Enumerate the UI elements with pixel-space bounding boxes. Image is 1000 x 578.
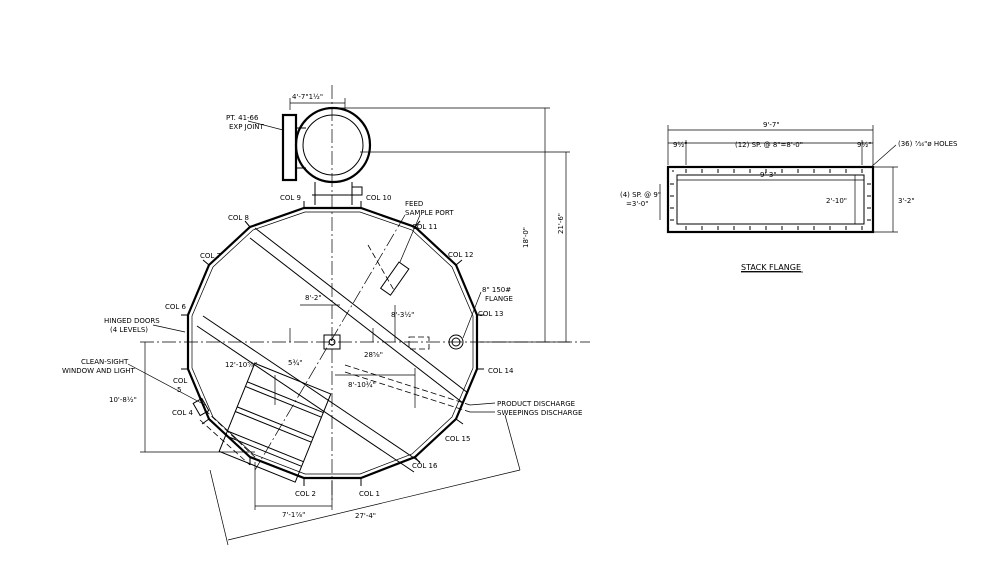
dim-10-8: 10'-8½"	[109, 396, 137, 404]
feed-sample-port	[379, 261, 410, 296]
flange-holes-label: (36) ⁷⁄₁₆"ø HOLES	[898, 140, 958, 148]
dim-8-10: 8'-10¾"	[348, 381, 376, 389]
hinged-doors-label: (4 LEVELS)	[110, 326, 148, 334]
col-label: COL 10	[366, 194, 391, 202]
leader-lines	[127, 120, 496, 413]
sweepings-discharge-label: SWEEPINGS DISCHARGE	[497, 409, 582, 417]
flange-label: FLANGE	[485, 295, 513, 303]
clean-sight-label: CLEAN-SIGHT	[81, 358, 129, 366]
col-label: COL 11	[412, 223, 437, 231]
feed-label: SAMPLE PORT	[405, 209, 454, 217]
col-label: COL 6	[165, 303, 187, 311]
exp-joint-label: EXP JOINT	[229, 123, 265, 131]
centerline-diagonal	[254, 214, 406, 471]
col-label: COL 4	[172, 409, 194, 417]
col-label: COL 8	[228, 214, 249, 222]
flange-right-edge-dim: 9½"	[857, 141, 871, 149]
col-label: COL 9	[280, 194, 301, 202]
vessel-plan: COL 1 COL 2 COL 4 COL 5 COL 6 COL 7 COL …	[62, 85, 590, 546]
dim-21ft: 21'-6"	[557, 213, 565, 234]
col-label: COL 16	[412, 462, 438, 470]
flange-outer	[666, 165, 875, 234]
col-label: 5	[177, 386, 181, 394]
flange-short-spacing-total: =3'-0"	[626, 200, 648, 208]
col-label: COL 12	[448, 251, 473, 259]
discharge-drum	[218, 362, 332, 483]
col-label: COL 15	[445, 435, 470, 443]
col-label: COL 13	[478, 310, 503, 318]
flange-short-spacing: (4) SP. @ 9"	[620, 191, 661, 199]
dim-8-2: 8'-2"	[305, 294, 322, 302]
dim-8-3: 8'-3½"	[391, 311, 414, 319]
flange-spacing-dim: (12) SP. @ 8"=8'-0"	[735, 141, 803, 149]
flange-outer-height: 3'-2"	[898, 197, 915, 205]
flange-inner-dim: 9'-3"	[760, 171, 777, 179]
flange-inner	[676, 174, 865, 225]
product-discharge-pipe	[344, 364, 471, 413]
dim-top-width: 4'-7"1½"	[292, 93, 323, 101]
dim-28: 28⅝"	[364, 351, 383, 359]
product-discharge-label: PRODUCT DISCHARGE	[497, 400, 575, 408]
dim-27-4: 27'-4"	[355, 512, 376, 520]
column-ticks	[181, 201, 484, 486]
dim-5: 5¾"	[288, 359, 302, 367]
feed-label: FEED	[405, 200, 423, 208]
column-labels: COL 1 COL 2 COL 4 COL 5 COL 6 COL 7 COL …	[165, 194, 514, 498]
hinged-doors-label: HINGED DOORS	[104, 317, 160, 325]
vessel-shell-inner	[191, 211, 474, 475]
dimension-lines	[140, 98, 570, 546]
bolt-holes	[670, 169, 871, 230]
stack-flange-title: STACK FLANGE	[741, 263, 801, 272]
flange-8in	[448, 334, 464, 350]
col-label: COL 2	[295, 490, 316, 498]
flange-label: 8" 150#	[482, 286, 511, 294]
clean-sight-label: WINDOW AND LIGHT	[62, 367, 136, 375]
col-label: COL 7	[200, 252, 221, 260]
dim-7-1: 7'-1⅞"	[282, 511, 305, 519]
col-label: COL	[173, 377, 187, 385]
col-label: COL 14	[488, 367, 514, 375]
col-label: COL 1	[359, 490, 380, 498]
dim-12-10: 12'-10⅝"	[225, 361, 257, 369]
flange-left-edge-dim: 9½"	[673, 141, 687, 149]
stack-flange-detail: 9'-7" 9½" (12) SP. @ 8"=8'-0" 9½" (36) ⁷…	[620, 121, 958, 273]
flange-inner-height: 2'-10"	[826, 197, 847, 205]
exp-joint-label: PT. 41-66	[226, 114, 259, 122]
flange-overall-dim: 9'-7"	[763, 121, 780, 129]
conveyor-beams	[196, 227, 469, 473]
dim-18ft: 18'-0"	[522, 227, 530, 248]
top-duct	[281, 106, 372, 205]
center-hub	[323, 334, 341, 350]
